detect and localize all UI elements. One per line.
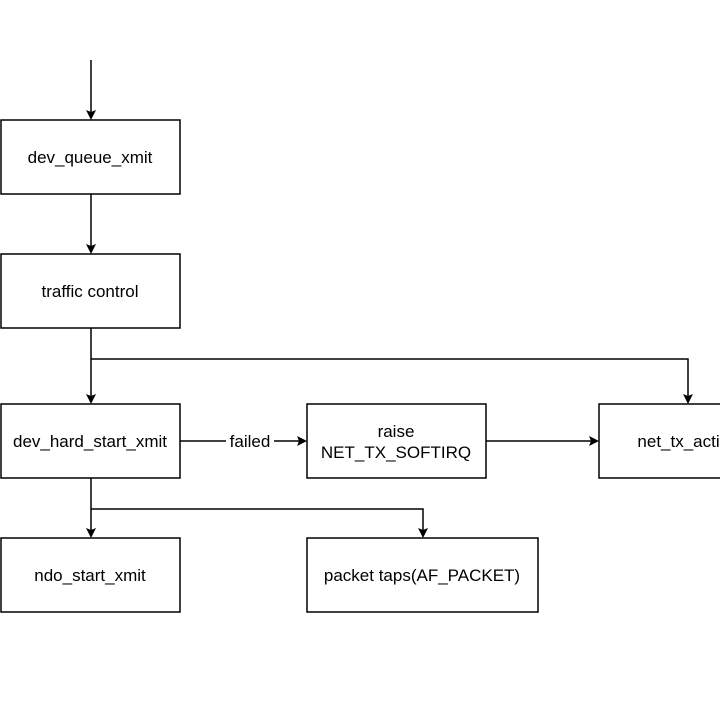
edge-dev-queue-xmit-to-traffic-control (86, 194, 96, 254)
node-dev-queue-xmit: dev_queue_xmit (0, 119, 181, 195)
edge-dev-hard-start-xmit-to-raise-softirq: failed (180, 430, 307, 452)
node-label: packet taps(AF_PACKET) (324, 566, 520, 585)
node-label: traffic control (41, 282, 138, 301)
node-label-line-1: raise (378, 422, 415, 441)
node-label-line-2: NET_TX_SOFTIRQ (321, 443, 471, 462)
edge-label-failed: failed (230, 432, 271, 451)
edge-raise-softirq-to-net-tx-action (486, 436, 599, 446)
node-traffic-control: traffic control (0, 253, 181, 329)
arrowhead (297, 436, 307, 446)
node-label: dev_queue_xmit (28, 148, 153, 167)
arrowhead (86, 528, 96, 538)
arrowhead (86, 394, 96, 404)
arrowhead (86, 244, 96, 254)
edge-traffic-control-to-dev-hard-start-xmit (86, 328, 96, 404)
node-label: dev_hard_start_xmit (13, 432, 167, 451)
node-ndo-start-xmit: ndo_start_xmit (0, 537, 181, 613)
node-dev-hard-start-xmit: dev_hard_start_xmit (0, 403, 181, 479)
edge-traffic-control-to-net-tx-action (91, 358, 693, 404)
arrowhead (589, 436, 599, 446)
arrowhead (683, 394, 693, 404)
arrowhead (86, 110, 96, 120)
node-net-tx-action: net_tx_action (598, 403, 720, 479)
edge-dev-hard-start-xmit-to-ndo-start-xmit (86, 478, 96, 538)
node-raise-net-tx-softirq: raise NET_TX_SOFTIRQ (306, 403, 487, 479)
arrowhead (418, 528, 428, 538)
node-packet-taps: packet taps(AF_PACKET) (306, 537, 539, 613)
edge-entry-to-dev-queue-xmit (86, 60, 96, 120)
node-label: net_tx_action (637, 432, 720, 451)
edge-dev-hard-start-xmit-to-packet-taps (91, 508, 428, 538)
node-label: ndo_start_xmit (34, 566, 146, 585)
